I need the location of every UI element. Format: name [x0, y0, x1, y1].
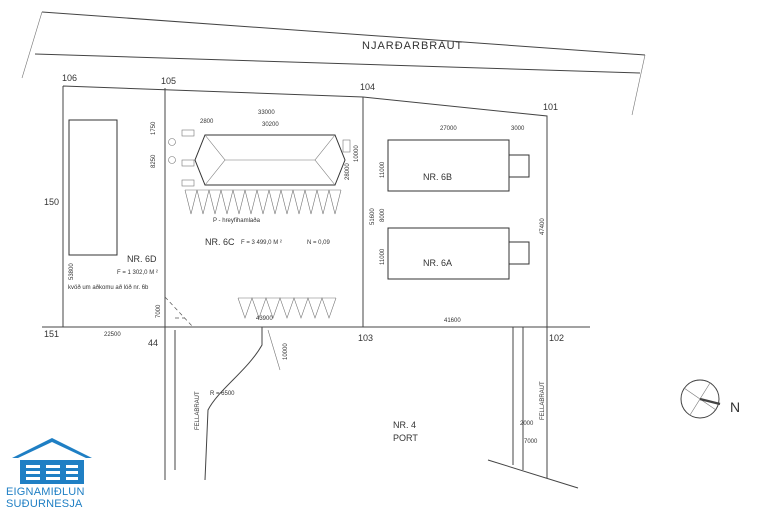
dim-10000a: 10000 — [354, 145, 360, 162]
lot-6a-label: NR. 6A — [423, 258, 452, 268]
street-njardarbraut: NJARÐARBRAUT — [21, 11, 646, 116]
lot-6c: 33000 30200 2800 1750 8250 10000 28000 P… — [151, 110, 360, 322]
lot-4-label: NR. 4 — [393, 420, 416, 430]
dim-3000: 3000 — [511, 126, 525, 132]
logo: EIGNAMIÐLUN SUÐURNESJA — [6, 436, 98, 510]
dim-28000: 28000 — [345, 163, 351, 180]
point-150: 150 — [44, 197, 59, 207]
dim-11000a: 11000 — [380, 161, 386, 178]
point-103: 103 — [358, 333, 373, 343]
parking-row-top — [184, 189, 342, 215]
compass: N — [680, 379, 740, 419]
dim-r6500: R = 6500 — [210, 391, 235, 397]
dim-2800: 2800 — [200, 119, 214, 125]
logo-line-1: EIGNAMIÐLUN — [6, 486, 85, 498]
street-name: NJARÐARBRAUT — [362, 40, 463, 52]
lot-6d-area: F = 1 302,0 M ² — [117, 270, 158, 276]
parking-row-bottom — [237, 297, 337, 319]
dim-10000b: 10000 — [283, 343, 289, 360]
logo-line-2: SUÐURNESJA — [6, 498, 83, 510]
lot-6c-label: NR. 6C — [205, 237, 235, 247]
lot-6ab: NR. 6B NR. 6A 27000 3000 11000 8000 1100… — [370, 126, 546, 324]
road-left-label: FELLABRAUT — [195, 391, 201, 430]
dim-43900: 43900 — [256, 316, 273, 322]
dim-53800: 53800 — [69, 263, 75, 280]
point-106: 106 — [62, 73, 77, 83]
point-102: 102 — [549, 333, 564, 343]
lot-6c-n: N = 0,09 — [307, 240, 331, 246]
dim-27000: 27000 — [440, 126, 457, 132]
dim-7000a: 7000 — [156, 304, 162, 318]
building-6a — [387, 227, 510, 280]
dim-8250: 8250 — [151, 154, 157, 168]
point-105: 105 — [161, 76, 176, 86]
dim-41600: 41600 — [444, 318, 461, 324]
fellabraut-left: FELLABRAUT R = 6500 10000 — [164, 327, 289, 481]
house-logo-icon — [12, 438, 92, 484]
point-44: 44 — [148, 338, 158, 348]
building-6d — [68, 119, 118, 256]
lot-6c-area: F = 3 499,0 M ² — [241, 240, 282, 246]
building-6b — [387, 139, 510, 192]
dim-33000: 33000 — [258, 110, 275, 116]
point-101: 101 — [543, 102, 558, 112]
dim-51600: 51600 — [370, 208, 376, 225]
dim-1750: 1750 — [151, 121, 157, 135]
lot-boundaries — [42, 85, 590, 328]
dim-2000: 2000 — [520, 421, 534, 427]
road-right-label: FELLABRAUT — [540, 381, 546, 420]
lot-6d: NR. 6D F = 1 302,0 M ² kvöð um aðkomu að… — [68, 119, 194, 338]
dim-47400: 47400 — [540, 218, 546, 235]
lot-4-port: PORT — [393, 433, 418, 443]
parking-note: P - hreyfihamlaða — [213, 217, 261, 224]
dim-30200: 30200 — [262, 122, 279, 128]
dim-7000b: 7000 — [524, 439, 538, 445]
point-151: 151 — [44, 329, 59, 339]
fellabraut-right: FELLABRAUT 2000 7000 — [487, 327, 579, 489]
north-label: N — [730, 399, 740, 415]
lot-6b-label: NR. 6B — [423, 172, 452, 182]
lot-6d-label: NR. 6D — [127, 254, 157, 264]
lot-6d-note: kvöð um aðkomu að lóð nr. 6b — [68, 284, 149, 291]
point-104: 104 — [360, 82, 375, 92]
dim-8000: 8000 — [380, 208, 386, 222]
dim-22500: 22500 — [104, 332, 121, 338]
dim-11000b: 11000 — [380, 248, 386, 265]
